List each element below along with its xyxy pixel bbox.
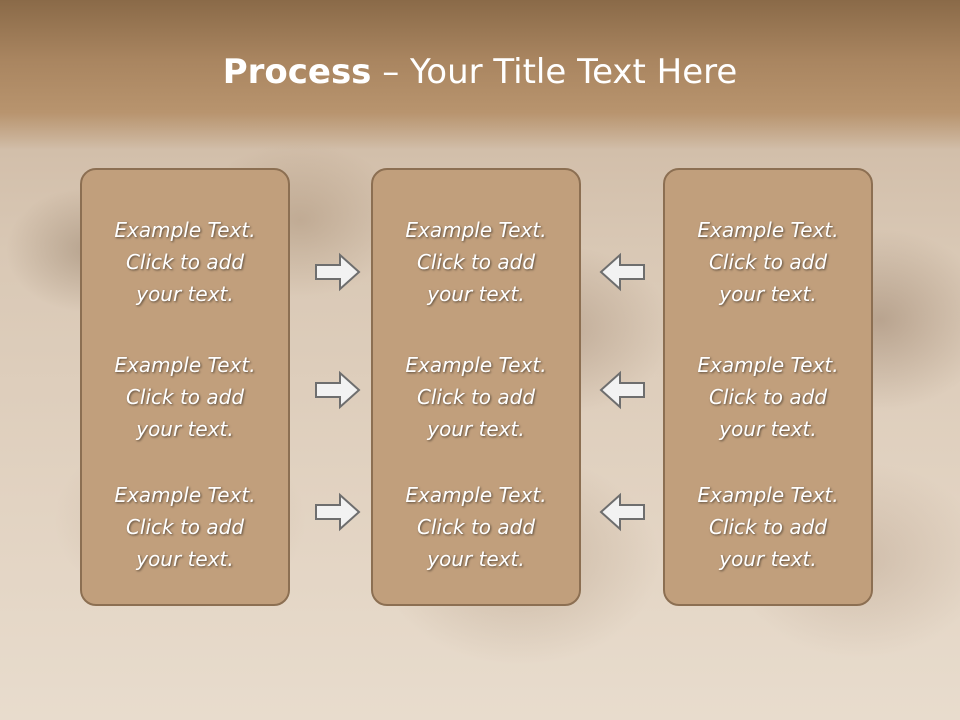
text-line: Example Text.: [697, 218, 839, 242]
text-line: Example Text.: [697, 353, 839, 377]
text-line: your text.: [427, 547, 525, 571]
title-bold: Process: [222, 52, 372, 92]
text-line: your text.: [136, 547, 234, 571]
title-band: [0, 0, 960, 150]
text-line: your text.: [136, 417, 234, 441]
process-box-left: Example Text. Click to add your text. Ex…: [80, 168, 290, 606]
left-arrow-icon: [599, 252, 645, 292]
text-line: your text.: [719, 417, 817, 441]
text-line: Click to add: [416, 385, 536, 409]
right-arrow-icon: [315, 370, 361, 410]
right-arrow-icon: [315, 492, 361, 532]
text-line: Example Text.: [697, 483, 839, 507]
text-line: your text.: [427, 282, 525, 306]
text-line: your text.: [719, 282, 817, 306]
text-placeholder[interactable]: Example Text. Click to add your text.: [373, 214, 579, 310]
text-line: Click to add: [708, 385, 828, 409]
text-line: Click to add: [708, 250, 828, 274]
text-line: Click to add: [125, 515, 245, 539]
text-placeholder[interactable]: Example Text. Click to add your text.: [373, 479, 579, 575]
text-line: Click to add: [708, 515, 828, 539]
text-line: Example Text.: [405, 353, 547, 377]
text-placeholder[interactable]: Example Text. Click to add your text.: [82, 349, 288, 445]
text-line: your text.: [719, 547, 817, 571]
text-line: your text.: [136, 282, 234, 306]
title-rest: – Your Title Text Here: [371, 52, 738, 92]
text-placeholder[interactable]: Example Text. Click to add your text.: [82, 214, 288, 310]
text-line: Example Text.: [405, 483, 547, 507]
text-placeholder[interactable]: Example Text. Click to add your text.: [82, 479, 288, 575]
left-arrow-icon: [599, 492, 645, 532]
text-line: Click to add: [125, 250, 245, 274]
text-line: Example Text.: [114, 218, 256, 242]
slide-title[interactable]: Process – Your Title Text Here: [0, 52, 960, 92]
text-placeholder[interactable]: Example Text. Click to add your text.: [665, 349, 871, 445]
right-arrow-icon: [315, 252, 361, 292]
text-line: Example Text.: [114, 483, 256, 507]
text-placeholder[interactable]: Example Text. Click to add your text.: [665, 479, 871, 575]
text-line: Click to add: [416, 515, 536, 539]
text-line: Click to add: [416, 250, 536, 274]
process-box-right: Example Text. Click to add your text. Ex…: [663, 168, 873, 606]
left-arrow-icon: [599, 370, 645, 410]
text-line: Click to add: [125, 385, 245, 409]
process-box-center: Example Text. Click to add your text. Ex…: [371, 168, 581, 606]
text-line: your text.: [427, 417, 525, 441]
text-line: Example Text.: [114, 353, 256, 377]
text-placeholder[interactable]: Example Text. Click to add your text.: [373, 349, 579, 445]
text-placeholder[interactable]: Example Text. Click to add your text.: [665, 214, 871, 310]
text-line: Example Text.: [405, 218, 547, 242]
